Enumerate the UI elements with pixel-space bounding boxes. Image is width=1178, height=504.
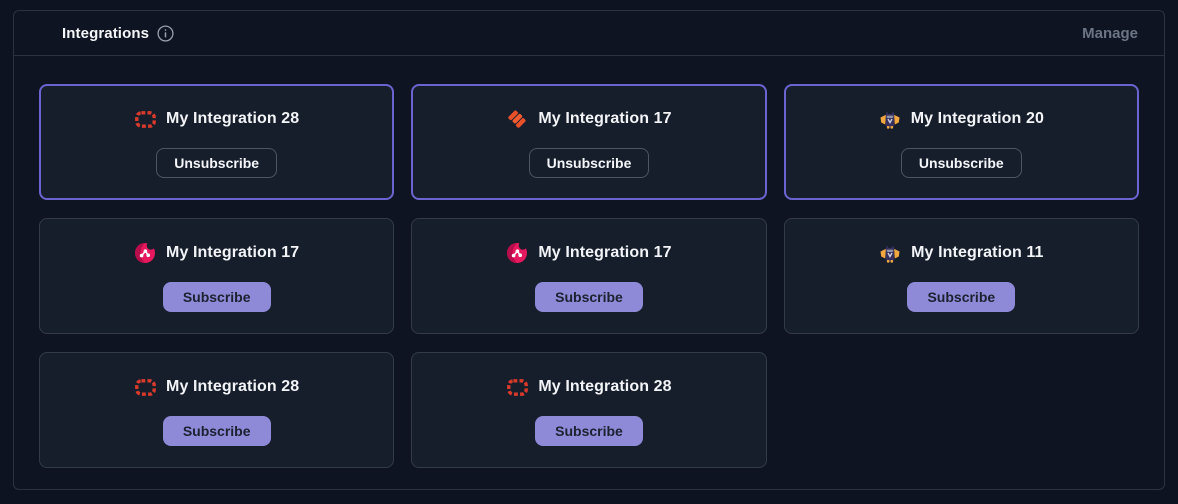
subscribe-button[interactable]: Subscribe: [535, 282, 643, 312]
integration-card[interactable]: My Integration 17 Unsubscribe: [411, 84, 767, 200]
integration-card-head: My Integration 28: [506, 376, 672, 398]
subscribe-button[interactable]: Subscribe: [162, 282, 271, 312]
integration-name: My Integration 11: [911, 244, 1044, 261]
integrations-panel: Integrations Manage My Integration 28 Un…: [13, 10, 1165, 490]
orange-slashes-icon: [506, 108, 528, 130]
integration-name: My Integration 20: [910, 110, 1044, 127]
integration-card[interactable]: My Integration 17 Subscribe: [39, 218, 395, 334]
integrations-grid: My Integration 28 Unsubscribe My Integra…: [14, 56, 1164, 492]
integration-card[interactable]: My Integration 17 Subscribe: [411, 218, 767, 334]
panel-header-left: Integrations: [62, 25, 174, 42]
panel-title: Integrations: [62, 24, 150, 42]
integration-card[interactable]: My Integration 28 Unsubscribe: [39, 84, 395, 200]
integration-name: My Integration 17: [166, 244, 300, 261]
purple-mascot-icon: [879, 108, 901, 130]
subscribe-button[interactable]: Subscribe: [907, 282, 1016, 312]
integration-card-head: My Integration 17: [506, 242, 672, 264]
integration-card-head: My Integration 28: [134, 376, 299, 398]
panel-header: Integrations Manage: [14, 11, 1164, 56]
integration-card-head: My Integration 17: [506, 108, 672, 130]
integration-card[interactable]: My Integration 11 Subscribe: [783, 218, 1139, 334]
integration-card-head: My Integration 17: [134, 242, 299, 264]
manage-button[interactable]: Manage: [1082, 24, 1138, 42]
integration-card[interactable]: My Integration 28 Subscribe: [39, 352, 395, 468]
integration-name: My Integration 28: [166, 110, 300, 127]
integration-card-head: My Integration 11: [879, 242, 1043, 264]
integration-name: My Integration 28: [538, 378, 672, 395]
integration-name: My Integration 28: [166, 378, 300, 395]
integration-name: My Integration 17: [538, 110, 672, 127]
subscribe-button[interactable]: Subscribe: [535, 416, 643, 446]
integration-card[interactable]: My Integration 20 Unsubscribe: [783, 84, 1139, 200]
red-grid-icon: [134, 376, 156, 398]
red-grid-icon: [134, 108, 156, 130]
unsubscribe-button[interactable]: Unsubscribe: [900, 148, 1022, 178]
unsubscribe-button[interactable]: Unsubscribe: [528, 148, 650, 178]
purple-mascot-icon: [879, 242, 901, 264]
red-grid-icon: [506, 376, 528, 398]
pink-network-icon: [506, 242, 528, 264]
subscribe-button[interactable]: Subscribe: [162, 416, 271, 446]
integration-name: My Integration 17: [538, 244, 672, 261]
info-icon[interactable]: [157, 24, 174, 42]
integration-card-head: My Integration 20: [879, 108, 1044, 130]
integration-card[interactable]: My Integration 28 Subscribe: [411, 352, 767, 468]
unsubscribe-button[interactable]: Unsubscribe: [156, 148, 278, 178]
integration-card-head: My Integration 28: [134, 108, 299, 130]
pink-network-icon: [134, 242, 156, 264]
